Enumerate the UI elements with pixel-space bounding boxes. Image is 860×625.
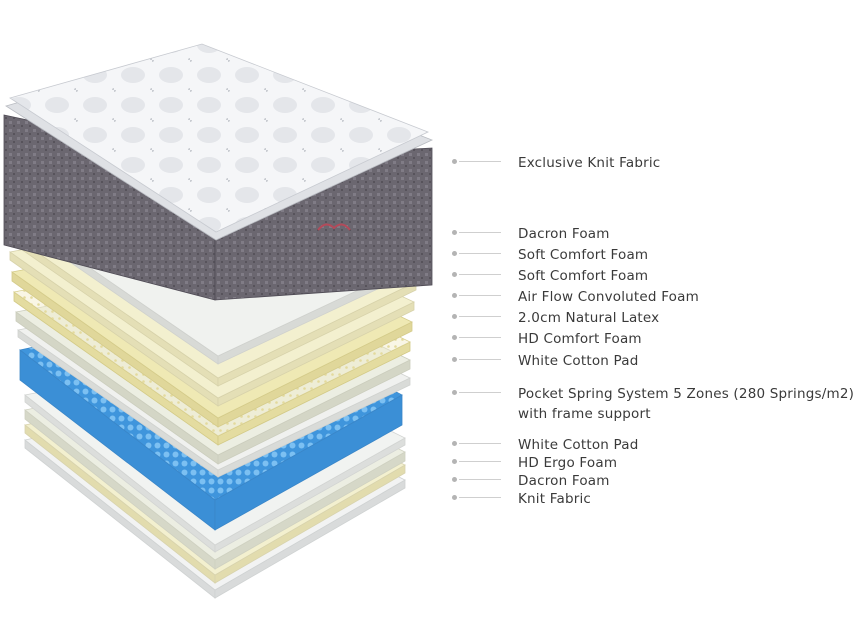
layer-label: Dacron Foam: [452, 224, 610, 244]
layer-name: White Cotton Pad: [518, 353, 639, 369]
layer-name: HD Ergo Foam: [518, 455, 618, 471]
layer-label: Soft Comfort Foam: [452, 245, 648, 265]
leader-dot: [452, 495, 457, 500]
leader-dot: [452, 272, 457, 277]
leader-dot: [452, 230, 457, 235]
leader-line: [459, 295, 501, 296]
leader-dot: [452, 251, 457, 256]
leader-line: [459, 337, 501, 338]
layer-name: 2.0cm Natural Latex: [518, 310, 660, 326]
layer-label: Exclusive Knit Fabric: [452, 153, 660, 173]
quilted-top-cover: [9, 43, 430, 233]
layer-label: White Cotton Pad: [452, 435, 639, 455]
layer-name: Dacron Foam: [518, 473, 610, 489]
leader-line: [459, 479, 501, 480]
leader-line: [459, 232, 501, 233]
leader-dot: [452, 293, 457, 298]
layer-label: Pocket Spring System 5 Zones (280 Spring…: [452, 384, 854, 424]
layer-name: Exclusive Knit Fabric: [518, 155, 661, 171]
layer-name: Knit Fabric: [518, 491, 592, 507]
leader-line: [459, 253, 501, 254]
leader-dot: [452, 459, 457, 464]
brand-logo-icon: [317, 223, 351, 231]
leader-dot: [452, 441, 457, 446]
layer-label: White Cotton Pad: [452, 351, 639, 371]
layer-label: Soft Comfort Foam: [452, 266, 648, 286]
leader-line: [459, 461, 501, 462]
layer-name: HD Comfort Foam: [518, 331, 642, 347]
leader-dot: [452, 335, 457, 340]
leader-dot: [452, 477, 457, 482]
leader-line: [459, 497, 501, 498]
leader-line: [459, 316, 501, 317]
layer-name: Soft Comfort Foam: [518, 268, 649, 284]
layer-name: Air Flow Convoluted Foam: [518, 289, 699, 305]
leader-line: [459, 274, 501, 275]
layer-name: White Cotton Pad: [518, 437, 639, 453]
layer-label: Air Flow Convoluted Foam: [452, 287, 699, 307]
layer-label: Knit Fabric: [452, 489, 591, 509]
leader-dot: [452, 159, 457, 164]
leader-line: [459, 161, 501, 162]
layer-name: Dacron Foam: [518, 226, 610, 242]
layer-label: 2.0cm Natural Latex: [452, 308, 659, 328]
leader-line: [459, 392, 501, 393]
leader-dot: [452, 314, 457, 319]
leader-dot: [452, 390, 457, 395]
layer-label: HD Comfort Foam: [452, 329, 642, 349]
layer-name: Soft Comfort Foam: [518, 247, 649, 263]
layer-name: Pocket Spring System 5 Zones (280 Spring…: [518, 386, 855, 422]
leader-line: [459, 359, 501, 360]
leader-dot: [452, 357, 457, 362]
layer-label: Dacron Foam: [452, 471, 610, 491]
leader-line: [459, 443, 501, 444]
layer-label: HD Ergo Foam: [452, 453, 617, 473]
